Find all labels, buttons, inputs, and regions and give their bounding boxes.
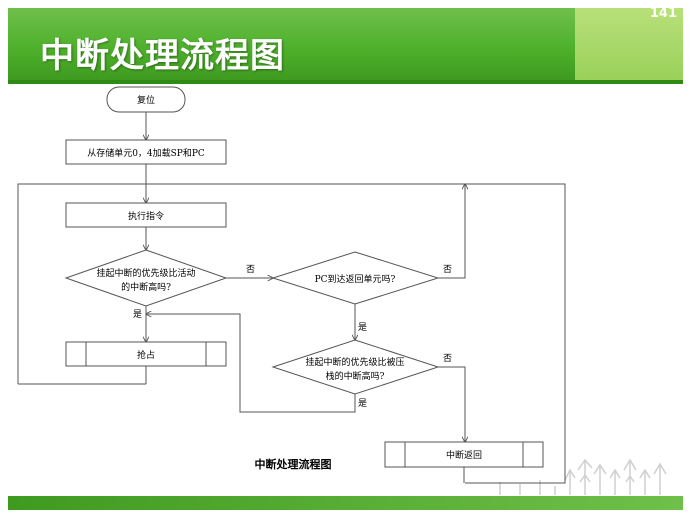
preempt-box xyxy=(65,341,227,367)
decision2-label: PC到达返回单元吗? xyxy=(315,273,396,285)
decision3-line2: 栈的中断高吗? xyxy=(326,370,385,382)
arrow-decision3-yes xyxy=(146,314,356,413)
loop-outer xyxy=(17,183,566,484)
preempt-label: 抢占 xyxy=(137,349,155,361)
footer-band xyxy=(8,496,683,510)
header-accent xyxy=(575,8,683,80)
label-yes-2: 是 xyxy=(358,322,367,333)
label-no-2: 否 xyxy=(443,264,452,275)
decision3-line1: 挂起中断的优先级比被压 xyxy=(305,356,404,368)
reset-label: 复位 xyxy=(137,94,155,106)
interrupt-return-label: 中断返回 xyxy=(446,449,482,461)
slide-title: 中断处理流程图 xyxy=(40,36,285,76)
decision1-line2: 的中断高吗? xyxy=(121,281,171,293)
page-number: 141 xyxy=(649,6,677,21)
arrow-decision2-no xyxy=(438,184,465,279)
label-no-1: 否 xyxy=(246,264,255,275)
execute-box xyxy=(65,202,227,228)
flowchart-caption: 中断处理流程图 xyxy=(255,457,332,471)
label-yes-3: 是 xyxy=(358,398,367,409)
arrow-decision3-no xyxy=(438,366,465,442)
label-yes-1: 是 xyxy=(133,309,142,320)
label-no-3: 否 xyxy=(443,353,452,364)
interrupt-return-box xyxy=(384,441,544,468)
load-sp-pc-label: 从存储单元0，4加载SP和PC xyxy=(87,147,205,159)
header-band xyxy=(8,8,683,80)
header-underline xyxy=(8,80,683,84)
execute-label: 执行指令 xyxy=(128,210,164,222)
decorative-plants xyxy=(499,458,667,495)
decision1-line1: 挂起中断的优先级比活动 xyxy=(96,267,195,279)
